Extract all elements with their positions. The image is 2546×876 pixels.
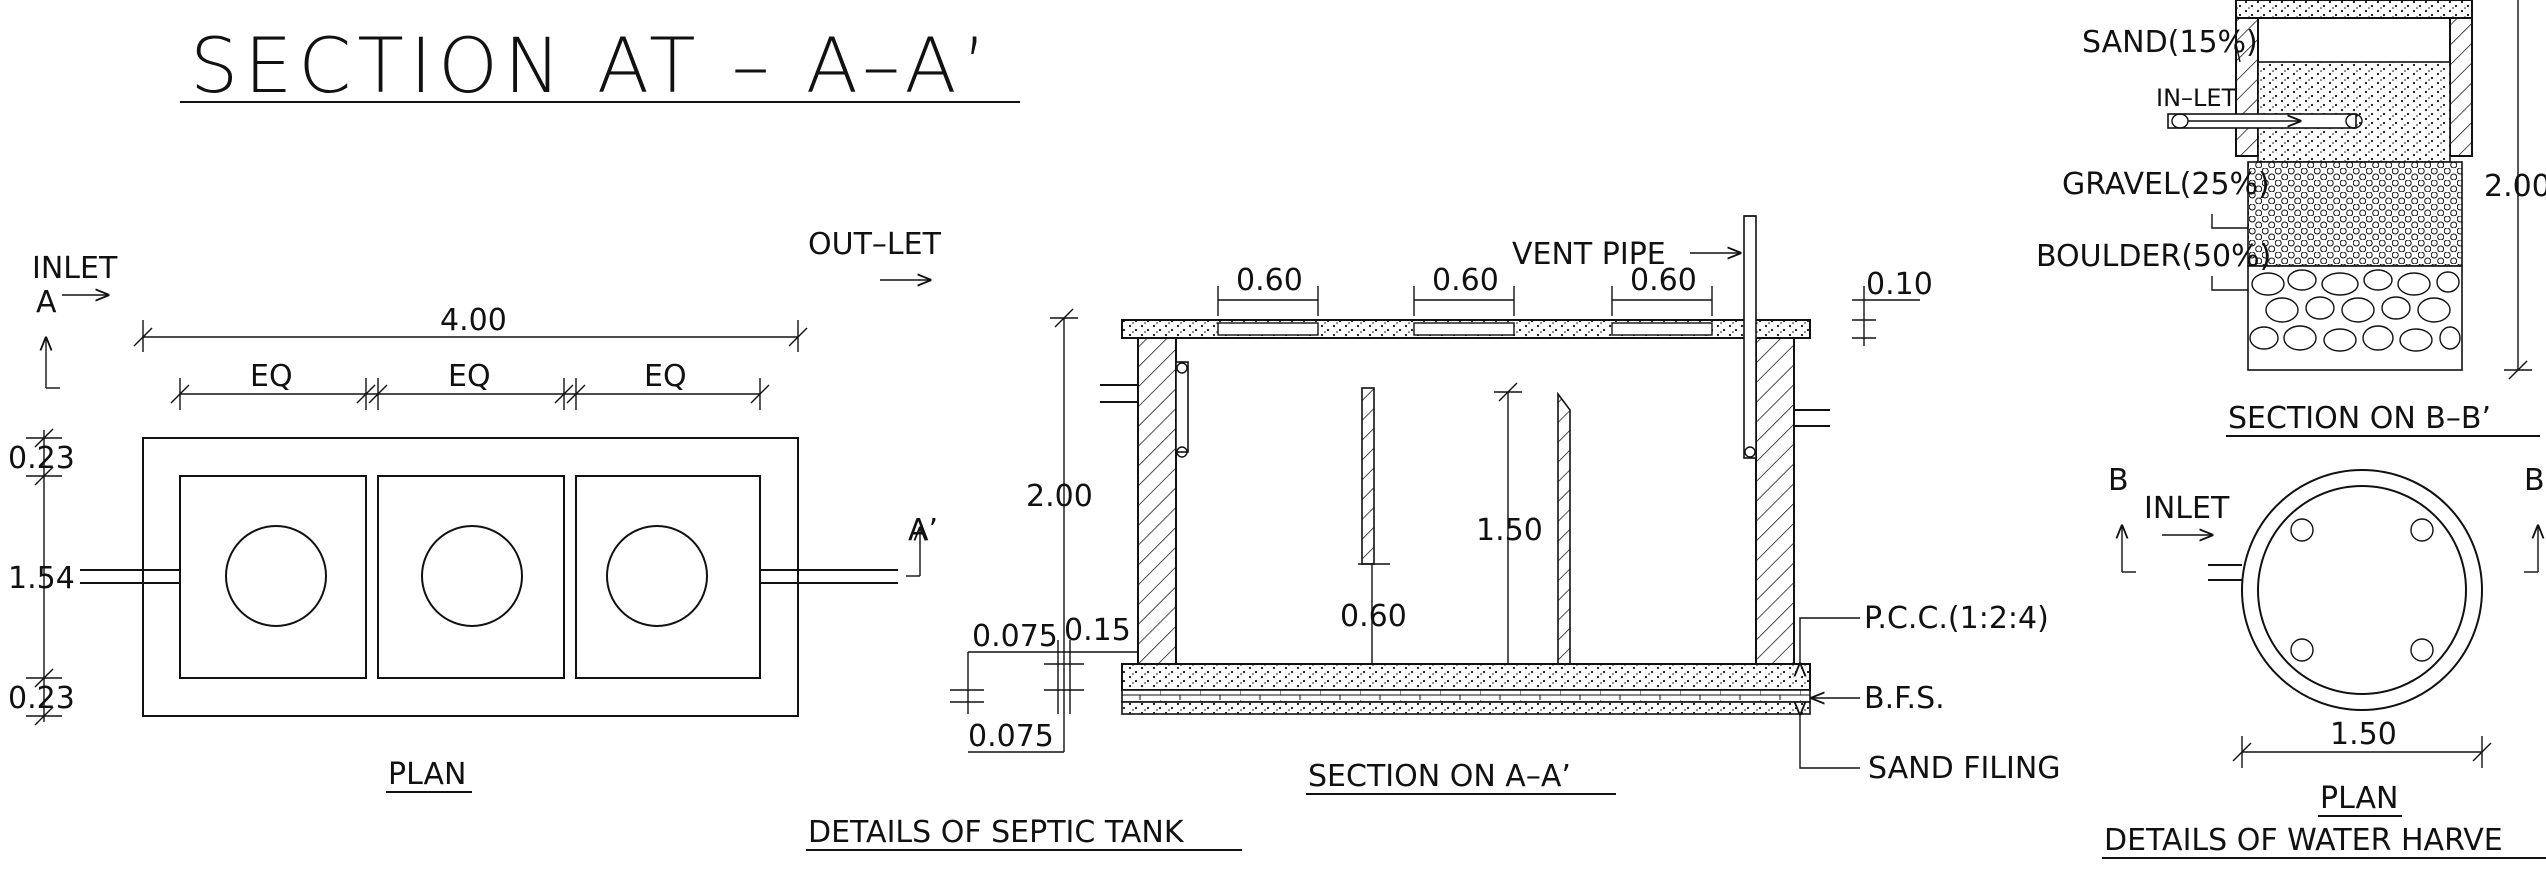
section-inlet-joint-bottom [1176, 446, 1188, 458]
section-inlet-pipe [1100, 384, 1138, 403]
section-baffle-2 [1557, 391, 1571, 665]
bb-gravel-label: GRAVEL(25%) [2062, 167, 2270, 202]
dim-wall-0075: 0.075 [972, 619, 1058, 654]
harvest-plan-caption: PLAN [2320, 781, 2398, 816]
dim-baffle-gap: 0.60 [1340, 563, 1407, 664]
section-inlet-dropper [1175, 361, 1189, 453]
main-title: SECTION AT – A–A’ [190, 21, 993, 110]
dim-width-chain: 0.23 1.54 0.23 [8, 428, 75, 726]
dim-bottom-wall: 0.23 [8, 681, 75, 716]
section-outlet-joint [1744, 446, 1756, 458]
slab-opening-2 [1413, 322, 1515, 336]
plan-outer-wall [142, 437, 799, 717]
section-outlet-pipe [1794, 409, 1830, 427]
plan-caption: PLAN [388, 757, 466, 792]
section-baffle-1 [1361, 387, 1375, 565]
main-title-group: SECTION AT – A–A’ [180, 21, 1020, 110]
section-sand-layer [1121, 701, 1811, 715]
section-vent-pipe [1743, 215, 1757, 459]
bb-boulders [2249, 269, 2461, 352]
vent-pipe-label: VENT PIPE [1512, 237, 1666, 272]
dim-harvest-diameter: 1.50 [2232, 717, 2492, 768]
section-layer-labels: P.C.C.(1:2:4) B.F.S. SAND FILING [1800, 601, 2061, 786]
section-right-wall [1755, 337, 1795, 665]
plan-chamber-1 [179, 475, 367, 679]
bb-inlet-pipe-end-2 [2345, 113, 2363, 129]
plan-chamber-3 [575, 475, 761, 679]
dim-wall-015: 0.15 [1064, 613, 1131, 648]
dim-slab-thickness-text: 0.10 [1866, 267, 1933, 302]
harvest-diameter: 1.50 [2330, 717, 2397, 752]
dim-baffle-height-text: 1.50 [1476, 513, 1543, 548]
harvest-marker-b-right: B [2524, 463, 2545, 498]
plan-manhole-2 [421, 525, 523, 627]
harvest-post-2 [2410, 518, 2434, 542]
dim-base-details: 0.075 0.15 0.075 [950, 613, 1138, 754]
dim-base-0075: 0.075 [968, 719, 1054, 754]
dim-eq-row: EQ EQ EQ [170, 359, 770, 410]
plan-manhole-3 [606, 525, 708, 627]
section-bb-view: SAND(15%) IN–LET GRAVEL(25%) BOULDER(50%… [2036, 0, 2546, 437]
pcc-label: P.C.C.(1:2:4) [1864, 601, 2049, 636]
harvest-marker-b-left: B [2108, 463, 2129, 498]
dim-overall-length: 4.00 [133, 303, 808, 352]
bb-sand-layer [2257, 61, 2451, 163]
dim-slab-opening-2: 0.60 [1432, 263, 1499, 298]
dim-baffle-height: 1.50 [1476, 382, 1543, 664]
bb-gravel-layer [2247, 161, 2463, 267]
bb-caption: SECTION ON B–B’ [2228, 401, 2491, 436]
harvest-caption: DETAILS OF WATER HARVE [2104, 823, 2503, 858]
dim-tank-height: 2.00 [1026, 308, 1093, 714]
bb-boulder-label: BOULDER(50%) [2036, 239, 2271, 274]
slab-opening-1 [1217, 322, 1319, 336]
dim-width: 1.54 [8, 561, 75, 596]
bb-height: 2.00 [2484, 169, 2546, 204]
dim-slab-opening-3: 0.60 [1630, 263, 1697, 298]
bfs-label: B.F.S. [1864, 681, 1945, 716]
septic-plan-view: INLET A OUT–LET A’ 4.00 [8, 227, 942, 793]
dim-eq-3: EQ [644, 359, 687, 394]
bb-right-wall [2449, 17, 2473, 157]
harvest-outer-ring [2241, 469, 2483, 711]
bb-top-slab [2235, 0, 2473, 19]
dim-slab-thickness: 0.10 [1852, 267, 1933, 346]
sand-filing-label: SAND FILING [1868, 751, 2061, 786]
plan-outlet-label: OUT–LET [808, 227, 942, 262]
bb-height-dim-slash [2508, 360, 2528, 380]
bb-inlet-label: IN–LET [2156, 84, 2237, 112]
dim-eq-1: EQ [250, 359, 293, 394]
harvest-inlet-label: INLET [2144, 491, 2230, 526]
dim-overall-length-text: 4.00 [440, 303, 507, 338]
plan-section-marker-a-prime: A’ [908, 513, 938, 548]
harvest-post-4 [2410, 638, 2434, 662]
harvest-post-3 [2290, 638, 2314, 662]
septic-caption: DETAILS OF SEPTIC TANK [808, 815, 1185, 850]
section-aa-caption: SECTION ON A–A’ [1308, 759, 1571, 794]
section-left-wall [1137, 337, 1177, 665]
section-inlet-joint-top [1176, 362, 1188, 374]
section-aa-view: 0.60 0.60 0.60 VENT PIPE 0.10 2.00 1 [950, 215, 2061, 795]
dim-slab-openings: 0.60 0.60 0.60 [1217, 263, 1713, 316]
harvest-inner-ring [2257, 485, 2467, 695]
section-pcc-base [1121, 663, 1811, 691]
dim-eq-2: EQ [448, 359, 491, 394]
bb-sand-label: SAND(15%) [2082, 25, 2258, 60]
section-bfs-layer [1121, 689, 1811, 703]
harvest-plan-view: B B INLET 1.50 PLAN [2108, 463, 2545, 817]
slab-opening-3 [1611, 322, 1713, 336]
dim-baffle-gap-text: 0.60 [1340, 599, 1407, 634]
plan-inlet-label: INLET [32, 251, 118, 286]
plan-chamber-2 [377, 475, 565, 679]
dim-tank-height-text: 2.00 [1026, 479, 1093, 514]
plan-manhole-1 [225, 525, 327, 627]
dim-slab-opening-1: 0.60 [1236, 263, 1303, 298]
plan-section-marker-a: A [36, 285, 57, 320]
harvest-post-1 [2290, 518, 2314, 542]
dim-top-wall: 0.23 [8, 441, 75, 476]
